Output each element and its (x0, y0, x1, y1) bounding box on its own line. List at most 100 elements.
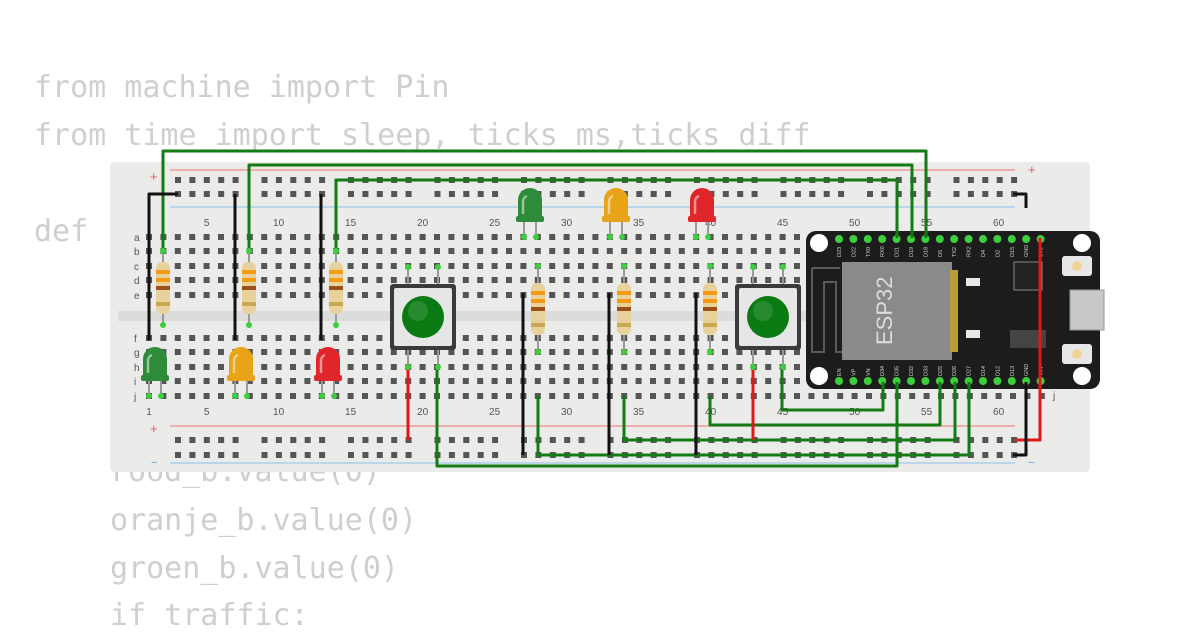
breadboard-hole[interactable] (477, 393, 484, 399)
rail-hole[interactable] (232, 452, 239, 458)
board-pin[interactable] (849, 235, 858, 243)
breadboard-hole[interactable] (347, 263, 354, 269)
rail-hole[interactable] (665, 191, 672, 197)
breadboard-hole[interactable] (347, 364, 354, 370)
breadboard-hole[interactable] (592, 393, 599, 399)
push-buttons[interactable] (390, 264, 801, 370)
breadboard-hole[interactable] (174, 292, 181, 298)
rail-hole[interactable] (924, 191, 931, 197)
breadboard-hole[interactable] (592, 263, 599, 269)
rail-hole[interactable] (348, 452, 354, 458)
breadboard-hole[interactable] (678, 335, 685, 341)
breadboard-hole[interactable] (304, 378, 311, 384)
breadboard-hole[interactable] (578, 248, 584, 254)
breadboard-hole[interactable] (448, 378, 455, 384)
rail-hole[interactable] (448, 437, 455, 443)
rail-hole[interactable] (448, 191, 455, 197)
rail-hole[interactable] (175, 452, 181, 458)
board-pin[interactable] (1007, 377, 1016, 385)
board-pin[interactable] (863, 377, 872, 385)
breadboard-hole[interactable] (722, 234, 728, 240)
breadboard-hole[interactable] (491, 364, 498, 370)
breadboard-hole[interactable] (290, 378, 296, 384)
breadboard-hole[interactable] (218, 292, 224, 298)
rail-hole[interactable] (737, 191, 744, 197)
breadboard-hole[interactable] (549, 292, 556, 298)
board-pin[interactable] (1007, 235, 1016, 243)
breadboard-hole[interactable] (419, 393, 426, 399)
breadboard-hole[interactable] (203, 378, 210, 384)
rail-hole[interactable] (290, 177, 297, 183)
breadboard-hole[interactable] (261, 277, 268, 283)
breadboard-hole[interactable] (794, 277, 800, 283)
breadboard-hole[interactable] (606, 263, 613, 269)
breadboard-hole[interactable] (362, 335, 368, 341)
breadboard-hole[interactable] (664, 234, 671, 240)
breadboard-hole[interactable] (635, 248, 642, 254)
breadboard-hole[interactable] (678, 364, 685, 370)
breadboard-hole[interactable] (592, 364, 599, 370)
breadboard-hole[interactable] (794, 364, 800, 370)
rail-hole[interactable] (218, 191, 225, 197)
rail-hole[interactable] (319, 452, 326, 458)
breadboard-hole[interactable] (650, 248, 656, 254)
breadboard-hole[interactable] (592, 248, 599, 254)
breadboard-hole[interactable] (635, 335, 642, 341)
breadboard-hole[interactable] (290, 364, 296, 370)
rail-hole[interactable] (189, 452, 196, 458)
breadboard-hole[interactable] (563, 234, 570, 240)
wire-ground-1[interactable] (147, 192, 178, 340)
board-pin[interactable] (964, 377, 973, 385)
breadboard-hole[interactable] (506, 263, 512, 269)
breadboard-hole[interactable] (650, 263, 656, 269)
breadboard-hole[interactable] (563, 393, 570, 399)
breadboard-hole[interactable] (362, 292, 368, 298)
breadboard-hole[interactable] (376, 364, 383, 370)
rail-hole[interactable] (232, 437, 239, 443)
rail-hole[interactable] (376, 452, 383, 458)
board-pin[interactable] (921, 377, 930, 385)
resistor[interactable] (617, 263, 631, 355)
breadboard-hole[interactable] (506, 378, 512, 384)
rail-hole[interactable] (477, 452, 484, 458)
breadboard-hole[interactable] (462, 292, 469, 298)
rail-hole[interactable] (319, 437, 326, 443)
breadboard-hole[interactable] (794, 248, 800, 254)
breadboard-hole[interactable] (722, 364, 728, 370)
rail-hole[interactable] (867, 191, 873, 197)
breadboard-hole[interactable] (534, 364, 541, 370)
breadboard-hole[interactable] (304, 292, 311, 298)
rail-hole[interactable] (578, 437, 585, 443)
breadboard-hole[interactable] (794, 263, 800, 269)
breadboard-hole[interactable] (419, 349, 426, 355)
breadboard-hole[interactable] (203, 234, 210, 240)
breadboard-hole[interactable] (218, 277, 224, 283)
breadboard-hole[interactable] (390, 277, 397, 283)
breadboard-hole[interactable] (678, 263, 685, 269)
wire-orange-led2[interactable] (622, 382, 957, 442)
rail-hole[interactable] (348, 437, 354, 443)
breadboard-hole[interactable] (563, 292, 570, 298)
breadboard-hole[interactable] (678, 292, 685, 298)
breadboard-hole[interactable] (261, 335, 268, 341)
breadboard-hole[interactable] (765, 234, 772, 240)
breadboard-hole[interactable] (635, 277, 642, 283)
breadboard-hole[interactable] (362, 248, 368, 254)
rail-hole[interactable] (290, 437, 297, 443)
breadboard-hole[interactable] (794, 378, 800, 384)
breadboard-hole[interactable] (578, 364, 584, 370)
breadboard-hole[interactable] (290, 335, 296, 341)
rail-hole[interactable] (578, 191, 585, 197)
rail-hole[interactable] (304, 452, 311, 458)
board-pin[interactable] (892, 235, 901, 243)
rail-hole[interactable] (982, 191, 989, 197)
breadboard-hole[interactable] (722, 393, 728, 399)
breadboard-hole[interactable] (736, 263, 743, 269)
rail-hole[interactable] (189, 177, 196, 183)
breadboard-hole[interactable] (290, 263, 296, 269)
breadboard-hole[interactable] (664, 378, 671, 384)
breadboard-hole[interactable] (261, 364, 268, 370)
rail-hole[interactable] (376, 191, 383, 197)
breadboard-hole[interactable] (477, 364, 484, 370)
breadboard-hole[interactable] (693, 248, 700, 254)
